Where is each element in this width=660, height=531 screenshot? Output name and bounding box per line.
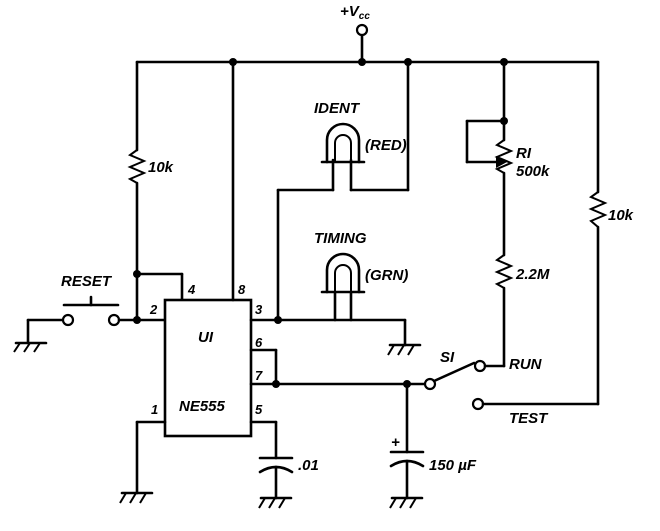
r1-potentiometer <box>465 60 514 257</box>
vcc-rail <box>135 23 600 64</box>
s1-switch <box>423 359 600 411</box>
pin1-ground <box>119 420 167 504</box>
pin5-cap-value: .01 <box>298 457 319 474</box>
timing-cap-value: 150 µF <box>429 457 477 474</box>
timing-color: (GRN) <box>365 267 408 284</box>
reset-label: RESET <box>61 273 113 290</box>
pin-3-label: 3 <box>255 302 263 317</box>
series-resistor-2m2 <box>494 254 514 368</box>
pin-5-label: 5 <box>255 402 263 417</box>
reset-pullup-value: 10k <box>148 159 174 176</box>
timing-capacitor <box>389 382 425 509</box>
pin-8-label: 8 <box>238 282 246 297</box>
pin-7-label: 7 <box>255 368 263 383</box>
timing-led <box>320 252 366 322</box>
vcc-label: +Vcc <box>340 3 370 22</box>
pin-2-label: 2 <box>149 302 158 317</box>
ic-ref: UI <box>198 329 214 346</box>
ident-label: IDENT <box>314 100 361 117</box>
ne555-ic <box>163 298 253 438</box>
test-resistor-value: 10k <box>608 207 634 224</box>
reset-pullup-resistor <box>127 60 147 322</box>
s1-run-label: RUN <box>509 356 543 373</box>
junction-dots <box>133 58 508 388</box>
timing-label: TIMING <box>314 230 367 247</box>
ic-part: NE555 <box>179 398 226 415</box>
pin-6-label: 6 <box>255 335 263 350</box>
pin-1-label: 1 <box>151 402 158 417</box>
r1-ref: RI <box>516 145 532 162</box>
ident-led <box>320 122 366 164</box>
s1-test-label: TEST <box>509 410 549 427</box>
reset-switch <box>13 295 167 353</box>
r1-value: 500k <box>516 163 550 180</box>
pin5-capacitor <box>249 420 294 509</box>
series-resistor-value: 2.2M <box>515 266 550 283</box>
pin-4-label: 4 <box>187 282 196 297</box>
ident-color: (RED) <box>365 137 407 154</box>
s1-label: SI <box>440 349 455 366</box>
timing-cap-polarity: + <box>391 434 400 451</box>
timing-led-ground <box>387 318 422 356</box>
test-resistor <box>588 60 608 406</box>
